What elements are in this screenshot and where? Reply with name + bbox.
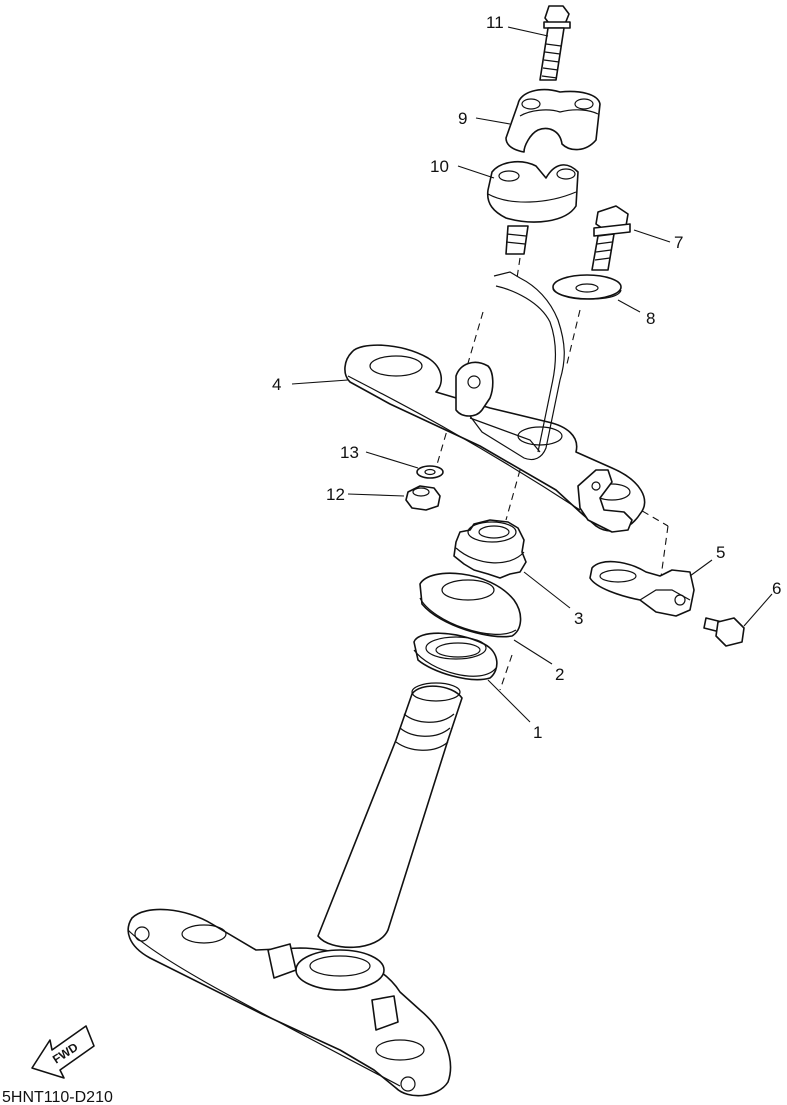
part-6-bolt — [703, 617, 745, 647]
fwd-arrow-icon: FWD — [31, 1025, 95, 1079]
callout-9: 9 — [458, 109, 467, 128]
steering-stem — [317, 682, 463, 949]
part-9-upper-holder — [505, 88, 601, 153]
callout-2: 2 — [555, 665, 564, 684]
callout-4: 4 — [272, 375, 281, 394]
part-8-washer — [552, 274, 622, 300]
leader-lines — [291, 26, 773, 723]
lower-bracket — [127, 908, 452, 1097]
callout-6: 6 — [772, 579, 781, 598]
callout-5: 5 — [716, 543, 725, 562]
part-13-washer — [416, 465, 444, 479]
callout-12: 12 — [326, 485, 345, 504]
callout-1: 1 — [533, 723, 542, 742]
callout-11: 11 — [486, 13, 504, 32]
callout-13: 13 — [340, 443, 359, 462]
diagram-code: 5HNT110-D210 — [2, 1089, 113, 1105]
callout-3: 3 — [574, 609, 583, 628]
part-5-holder — [589, 560, 695, 617]
callout-numbers: 11 9 10 7 8 4 13 12 5 6 3 2 1 — [272, 13, 781, 742]
part-12-nut — [405, 485, 441, 511]
part-11-bolt — [539, 5, 571, 81]
part-1-bearing — [413, 632, 498, 681]
callout-7: 7 — [674, 233, 683, 252]
cable-guide — [455, 271, 565, 461]
part-2-seal — [419, 572, 522, 638]
part-7-bolt — [591, 205, 631, 271]
callout-8: 8 — [646, 309, 655, 328]
part-3-ring-nut — [453, 519, 527, 579]
part-4-upper-bracket — [344, 344, 646, 533]
callout-10: 10 — [430, 157, 449, 176]
part-10-lower-holder — [486, 160, 579, 255]
